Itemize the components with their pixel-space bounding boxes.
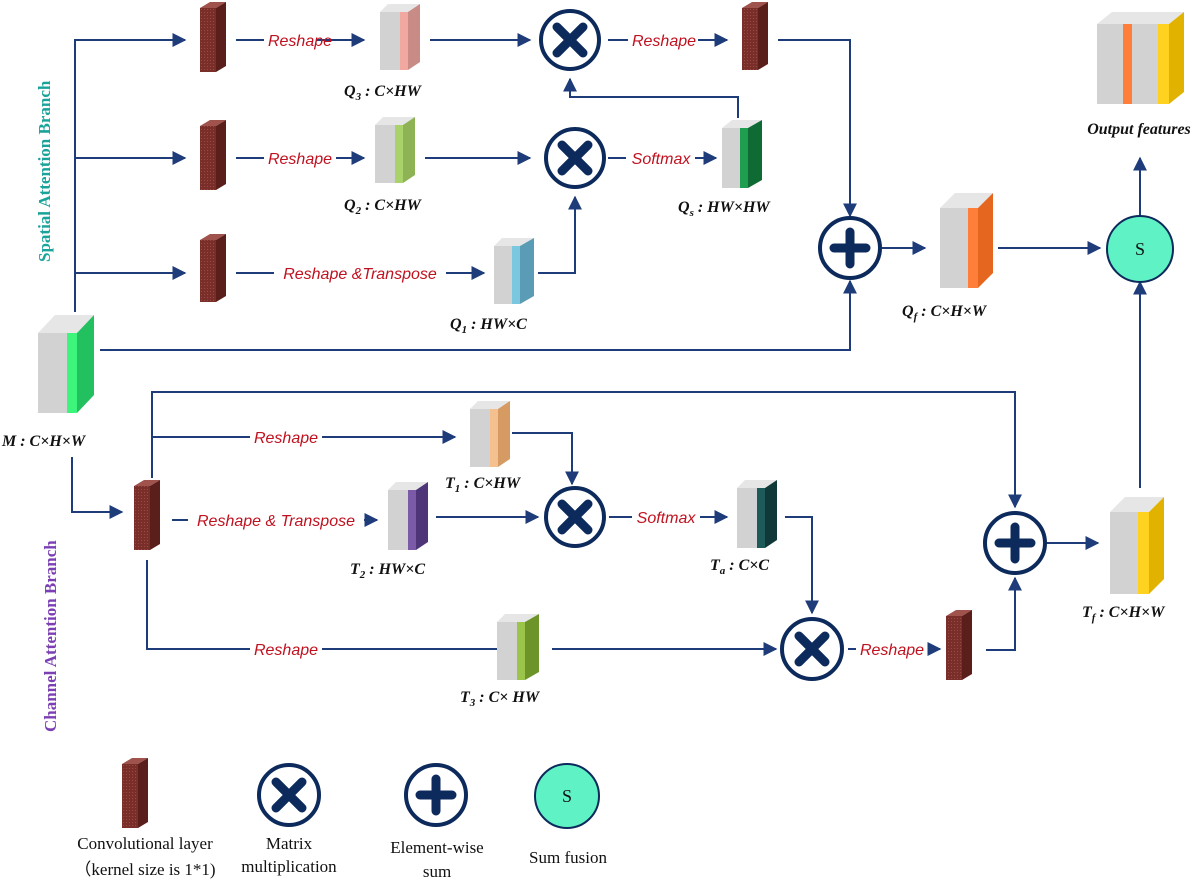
tensor-tf bbox=[1110, 497, 1164, 594]
legend: Convolutional layer （kernel size is 1*1)… bbox=[74, 758, 607, 881]
legend-elementwise-line1: Element-wise bbox=[390, 838, 483, 857]
legend-sum-fusion-icon: S bbox=[534, 763, 600, 829]
channel-branch-label: Channel Attention Branch bbox=[41, 540, 60, 732]
legend-matmul-icon bbox=[257, 763, 321, 827]
elementwise-sum-operator bbox=[983, 511, 1047, 575]
tensor-m bbox=[38, 315, 94, 413]
conv-layer bbox=[742, 2, 768, 70]
reshape-label: Reshape bbox=[254, 642, 318, 659]
tensor-q1-label: Q1 : HW×C bbox=[450, 316, 527, 336]
conv-layer bbox=[200, 120, 226, 190]
elementwise-sum-operator bbox=[818, 216, 882, 280]
matmul-operator bbox=[539, 9, 601, 71]
tensor-q1 bbox=[494, 238, 534, 304]
tensor-q3-label: Q3 : C×HW bbox=[344, 83, 423, 103]
reshape-label: Reshape bbox=[268, 151, 332, 168]
conv-layer bbox=[200, 234, 226, 302]
softmax-label: Softmax bbox=[632, 151, 692, 168]
tensor-t1-label: T1 : C×HW bbox=[445, 475, 522, 495]
tensor-ta-label: Ta : C×C bbox=[710, 557, 769, 577]
reshape-label: Reshape bbox=[860, 642, 924, 659]
tensor-qf-label: Qf : C×H×W bbox=[902, 303, 988, 323]
tensor-tf-label: Tf : C×H×W bbox=[1082, 604, 1166, 624]
output-features-tensor bbox=[1097, 12, 1184, 104]
tensor-q2-label: Q2 : C×HW bbox=[344, 197, 423, 217]
tensor-q2 bbox=[375, 117, 415, 183]
sum-fusion-operator: S bbox=[1106, 215, 1174, 283]
tensor-ta bbox=[737, 480, 777, 548]
tensor-t2-label: T2 : HW×C bbox=[350, 561, 425, 581]
matmul-operator bbox=[780, 617, 844, 681]
conv-layer bbox=[946, 610, 972, 680]
tensor-t2 bbox=[388, 482, 428, 550]
softmax-label: Softmax bbox=[637, 510, 697, 527]
tensor-t3 bbox=[497, 614, 539, 680]
reshape-label: Reshape bbox=[268, 33, 332, 50]
legend-elementwise-sum-icon bbox=[404, 763, 468, 827]
legend-sum-fusion-symbol: S bbox=[562, 786, 572, 806]
sum-fusion-symbol: S bbox=[1135, 239, 1145, 259]
output-features-label: Output features bbox=[1087, 121, 1191, 138]
connector-lines bbox=[71, 33, 1147, 656]
reshape-label: Reshape bbox=[632, 33, 696, 50]
tensor-q3 bbox=[380, 4, 420, 70]
tensor-qs-label: Qs : HW×HW bbox=[678, 199, 771, 219]
legend-sumfusion-line1: Sum fusion bbox=[529, 848, 607, 867]
legend-matmul-line1: Matrix bbox=[266, 834, 313, 853]
legend-conv-layer-icon bbox=[122, 758, 148, 828]
reshape-label: Reshape bbox=[254, 430, 318, 447]
tensor-qs bbox=[722, 120, 762, 188]
reshape-transpose-label: Reshape &Transpose bbox=[283, 266, 437, 283]
conv-layer bbox=[200, 2, 226, 72]
tensor-t1 bbox=[470, 401, 510, 467]
tensor-t3-label: T3 : C× HW bbox=[460, 689, 541, 709]
reshape-transpose-label: Reshape & Transpose bbox=[197, 513, 355, 530]
legend-matmul-line2: multiplication bbox=[241, 857, 337, 876]
conv-layer bbox=[134, 480, 160, 550]
spatial-branch-label: Spatial Attention Branch bbox=[35, 80, 54, 262]
legend-conv-line2: （kernel size is 1*1) bbox=[74, 860, 215, 879]
matmul-operator bbox=[544, 127, 606, 189]
tensor-qf bbox=[940, 193, 993, 288]
legend-conv-line1: Convolutional layer bbox=[77, 834, 213, 853]
matmul-operator bbox=[544, 486, 606, 548]
tensor-m-label: M : C×H×W bbox=[1, 433, 87, 450]
legend-elementwise-line2: sum bbox=[423, 862, 451, 881]
